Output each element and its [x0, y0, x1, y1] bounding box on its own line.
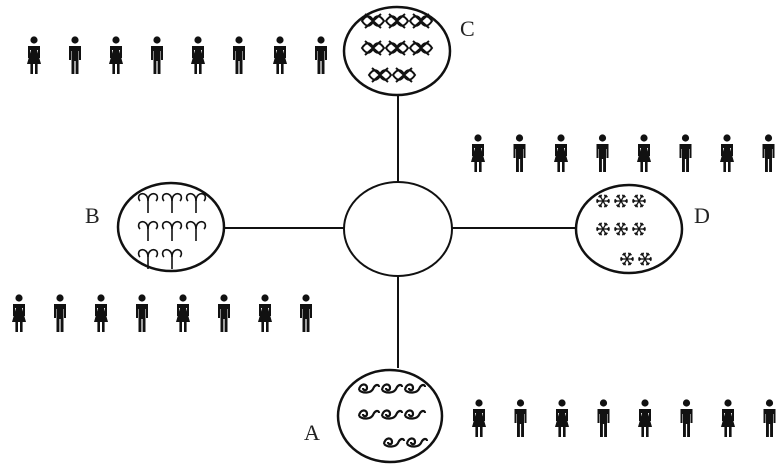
- aries-icon: [161, 220, 183, 241]
- female-person-icon: [721, 399, 735, 437]
- diamond-icon: [384, 13, 410, 29]
- wave-icon: [357, 383, 381, 394]
- male-person-icon: [597, 399, 610, 437]
- node-label-D: D: [694, 203, 710, 228]
- female-person-icon: [94, 294, 108, 332]
- aries-icon: [137, 192, 159, 213]
- node-A-symbols: [357, 383, 429, 448]
- snowflake-icon: [614, 194, 628, 208]
- female-person-icon: [638, 399, 652, 437]
- snowflake-icon: [632, 222, 646, 236]
- male-person-icon: [315, 36, 327, 74]
- aries-icon: [161, 192, 183, 213]
- male-person-icon: [54, 294, 66, 332]
- wave-icon: [380, 383, 404, 394]
- node-B-circle: [116, 181, 226, 273]
- female-person-icon: [109, 36, 123, 74]
- male-person-icon: [233, 36, 245, 74]
- snowflake-icon: [596, 194, 610, 208]
- wave-icon: [403, 383, 427, 394]
- male-person-icon: [300, 294, 312, 332]
- node-label-C: C: [460, 16, 475, 41]
- female-person-icon: [191, 36, 205, 74]
- diamond-icon: [408, 13, 434, 29]
- female-person-icon: [27, 36, 41, 74]
- node-C-symbols: [360, 13, 434, 83]
- aries-icon: [185, 220, 207, 241]
- node-D-circle: [574, 183, 684, 275]
- male-person-icon: [680, 399, 693, 437]
- male-person-icon: [514, 399, 527, 437]
- snowflake-icon: [638, 252, 652, 266]
- female-person-icon: [637, 134, 651, 172]
- wave-icon: [403, 409, 427, 420]
- male-person-icon: [151, 36, 163, 74]
- male-person-icon: [218, 294, 230, 332]
- snowflake-icon: [632, 194, 646, 208]
- diamond-icon: [391, 67, 417, 83]
- female-person-icon: [176, 294, 190, 332]
- node-label-A: A: [304, 420, 320, 445]
- snowflake-icon: [596, 222, 610, 236]
- aries-icon: [137, 248, 159, 269]
- people-row-near-C: [27, 36, 327, 74]
- aries-icon: [185, 192, 207, 213]
- male-person-icon: [763, 399, 776, 437]
- female-person-icon: [472, 399, 486, 437]
- male-person-icon: [679, 134, 692, 172]
- aries-icon: [161, 248, 183, 269]
- female-person-icon: [555, 399, 569, 437]
- aries-icon: [137, 220, 159, 241]
- male-person-icon: [136, 294, 148, 332]
- diamond-icon: [408, 40, 434, 56]
- female-person-icon: [273, 36, 287, 74]
- female-person-icon: [720, 134, 734, 172]
- snowflake-icon: [620, 252, 634, 266]
- diamond-icon: [384, 40, 410, 56]
- female-person-icon: [12, 294, 26, 332]
- people-row-near-B: [12, 294, 312, 332]
- center-node: [343, 181, 453, 277]
- male-person-icon: [69, 36, 81, 74]
- male-person-icon: [596, 134, 609, 172]
- diamond-icon: [360, 13, 386, 29]
- diamond-icon: [360, 40, 386, 56]
- male-person-icon: [762, 134, 775, 172]
- people-row-near-A: [472, 399, 776, 437]
- male-person-icon: [513, 134, 526, 172]
- node-B-symbols: [137, 192, 207, 269]
- female-person-icon: [258, 294, 272, 332]
- snowflake-icon: [614, 222, 628, 236]
- female-person-icon: [471, 134, 485, 172]
- wave-icon: [357, 409, 381, 420]
- diamond-icon: [367, 67, 393, 83]
- wave-icon: [382, 437, 406, 448]
- people-row-near-D: [471, 134, 775, 172]
- node-label-B: B: [85, 203, 100, 228]
- node-D-symbols: [596, 194, 652, 266]
- wave-icon: [405, 437, 429, 448]
- female-person-icon: [554, 134, 568, 172]
- wave-icon: [380, 409, 404, 420]
